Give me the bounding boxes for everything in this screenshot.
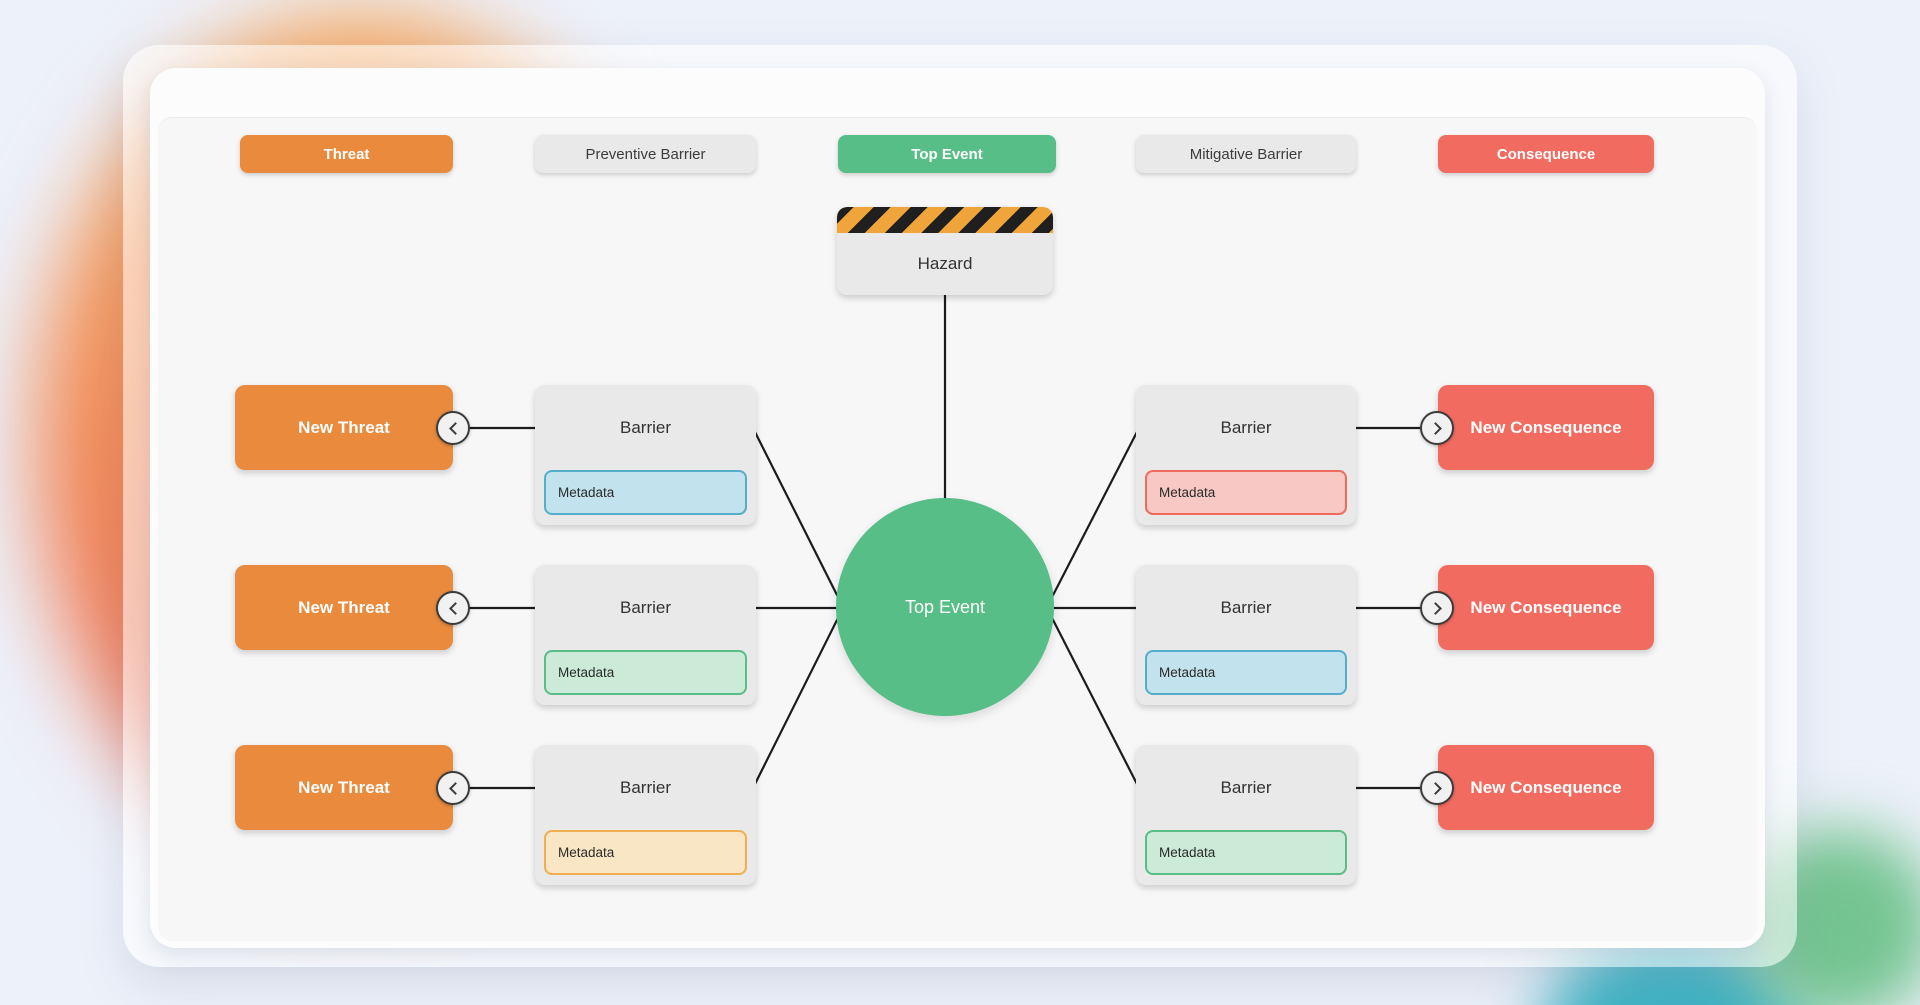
hazard-label: Hazard	[917, 254, 973, 273]
threat-connector-button[interactable]	[436, 591, 470, 625]
threat-node[interactable]: New Threat	[235, 385, 453, 470]
top-event-node[interactable]: Top Event	[836, 498, 1054, 716]
preventive-barrier-node[interactable]: Barrier Metadata	[535, 565, 756, 705]
threat-connector-button[interactable]	[436, 771, 470, 805]
mitigative-barrier-node[interactable]: Barrier Metadata	[1136, 385, 1356, 525]
chevron-right-icon	[1428, 601, 1442, 615]
preventive-barrier-node[interactable]: Barrier Metadata	[535, 385, 756, 525]
consequence-connector-button[interactable]	[1420, 591, 1454, 625]
metadata-badge[interactable]: Metadata	[544, 830, 747, 875]
threat-connector-button[interactable]	[436, 411, 470, 445]
metadata-badge[interactable]: Metadata	[1145, 650, 1347, 695]
chevron-right-icon	[1428, 781, 1442, 795]
threat-node[interactable]: New Threat	[235, 565, 453, 650]
consequence-connector-button[interactable]	[1420, 411, 1454, 445]
barrier-label: Barrier	[619, 417, 671, 437]
legend-chip-consequence[interactable]: Consequence	[1438, 135, 1654, 173]
legend-chip-top-event[interactable]: Top Event	[838, 135, 1056, 173]
mitigative-barrier-node[interactable]: Barrier Metadata	[1136, 565, 1356, 705]
chevron-left-icon	[448, 601, 462, 615]
consequence-node[interactable]: New Consequence	[1438, 385, 1654, 470]
top-event-label: Top Event	[904, 596, 986, 617]
chevron-left-icon	[448, 421, 462, 435]
barrier-label: Barrier	[619, 777, 671, 797]
metadata-badge[interactable]: Metadata	[1145, 830, 1347, 875]
legend-chip-preventive-barrier[interactable]: Preventive Barrier	[535, 135, 756, 173]
chevron-left-icon	[448, 781, 462, 795]
consequence-connector-button[interactable]	[1420, 771, 1454, 805]
legend-chip-threat[interactable]: Threat	[240, 135, 453, 173]
barrier-label: Barrier	[1220, 417, 1272, 437]
chevron-right-icon	[1428, 421, 1442, 435]
hazard-stripe-icon	[837, 207, 1053, 233]
metadata-badge[interactable]: Metadata	[544, 470, 747, 515]
threat-node[interactable]: New Threat	[235, 745, 453, 830]
hazard-node[interactable]: Hazard	[837, 207, 1053, 295]
mitigative-barrier-node[interactable]: Barrier Metadata	[1136, 745, 1356, 885]
barrier-label: Barrier	[619, 597, 671, 617]
metadata-badge[interactable]: Metadata	[544, 650, 747, 695]
barrier-label: Barrier	[1220, 597, 1272, 617]
legend-chip-mitigative-barrier[interactable]: Mitigative Barrier	[1136, 135, 1356, 173]
consequence-node[interactable]: New Consequence	[1438, 565, 1654, 650]
barrier-label: Barrier	[1220, 777, 1272, 797]
metadata-badge[interactable]: Metadata	[1145, 470, 1347, 515]
preventive-barrier-node[interactable]: Barrier Metadata	[535, 745, 756, 885]
consequence-node[interactable]: New Consequence	[1438, 745, 1654, 830]
